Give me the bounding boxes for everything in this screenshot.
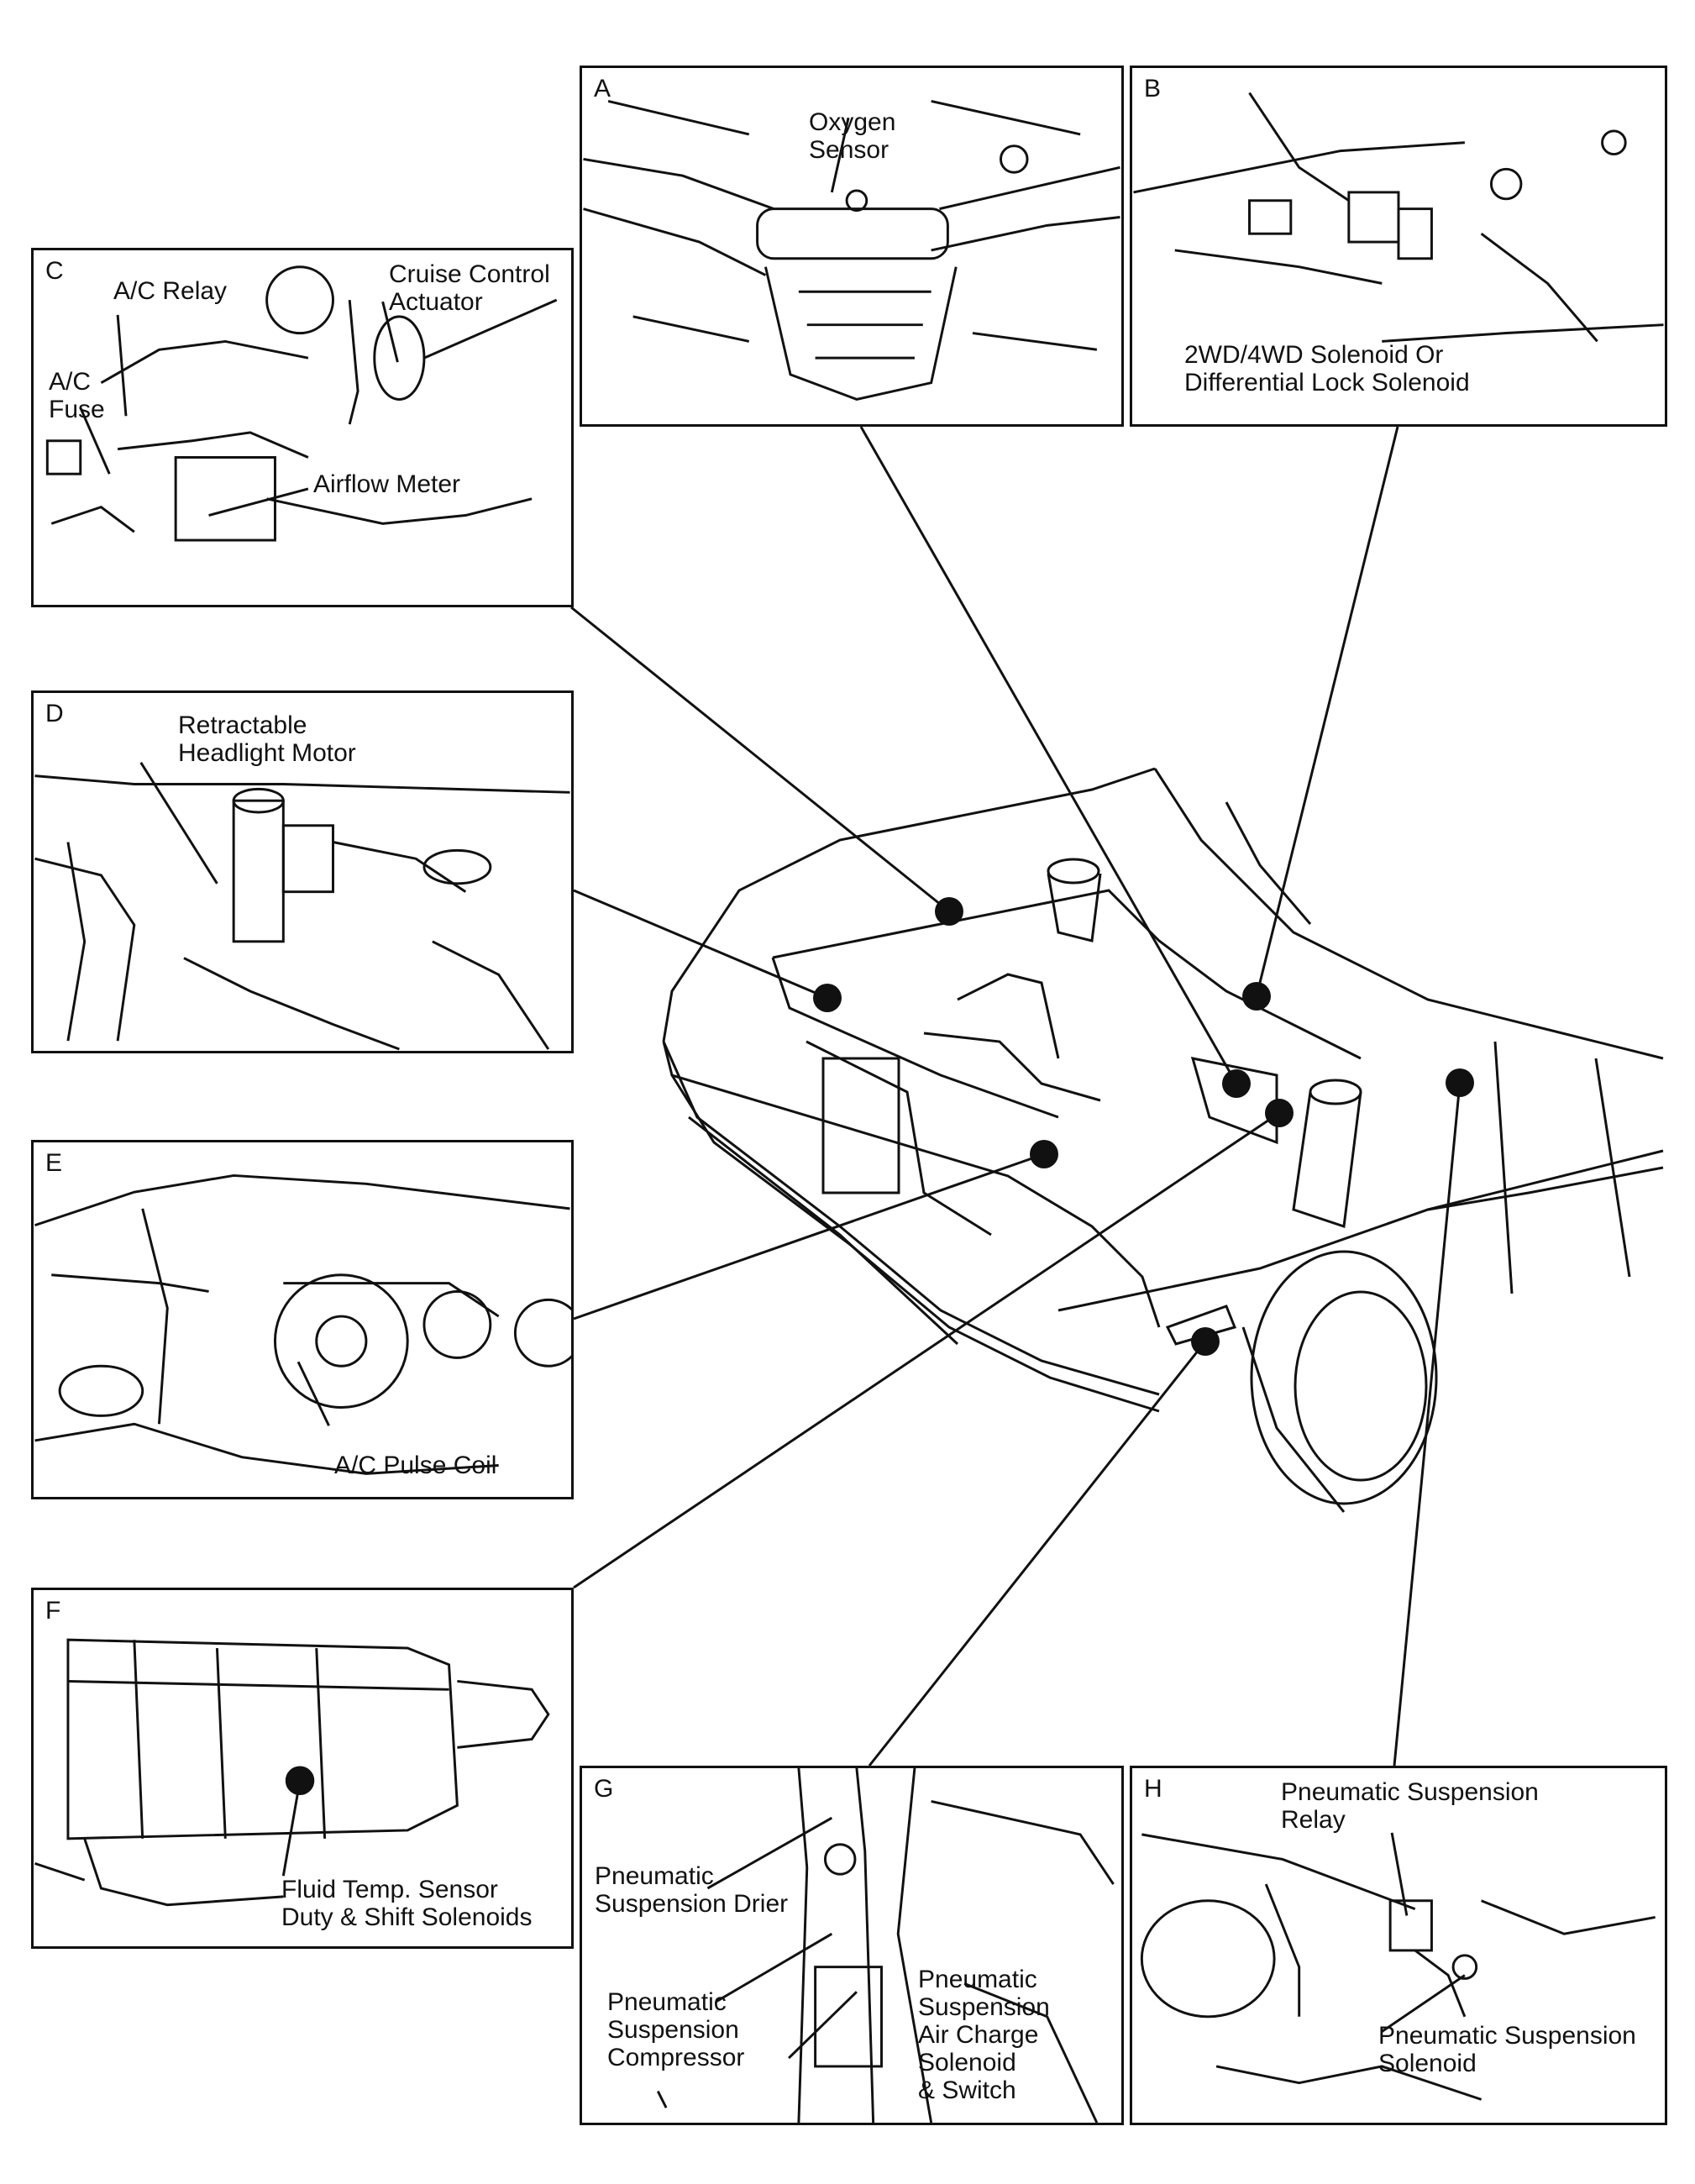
transmission-sketch: [34, 1638, 550, 1907]
location-dot: [1242, 982, 1271, 1011]
pneumatic-drier-label: Pneumatic Suspension Drier: [595, 1862, 789, 1918]
location-dot: [1191, 1327, 1220, 1356]
airflow-meter-label: Airflow Meter: [313, 470, 461, 498]
panel-h: H Pneumatic Suspension Relay Pneumatic S…: [1130, 1766, 1667, 2125]
panel-letter: H: [1144, 1775, 1162, 1803]
panel-letter: E: [45, 1149, 63, 1177]
panel-d: D Retractable Headlight Motor: [31, 690, 574, 1053]
oxygen-sensor-sketch: [583, 99, 1120, 401]
pneumatic-compressor-label: Pneumatic Suspension Compressor: [607, 1988, 745, 2071]
solenoid-sketch: [1133, 92, 1664, 343]
pneumatic-compressor-sketch: [656, 1768, 1115, 2123]
ac-relay-label: A/C Relay: [113, 277, 228, 305]
panel-letter: A: [594, 75, 611, 102]
panel-g: G Pneumatic Suspension Drier Pneumatic S…: [580, 1766, 1124, 2125]
pneumatic-solenoid-label: Pneumatic Suspension Solenoid: [1378, 2022, 1636, 2077]
location-dot: [1446, 1068, 1474, 1097]
pneumatic-relay-sketch: [1140, 1832, 1656, 2101]
panel-letter: F: [45, 1597, 61, 1625]
pneumatic-relay-label: Pneumatic Suspension Relay: [1281, 1778, 1539, 1834]
location-dot: [1265, 1099, 1294, 1127]
cruise-control-actuator-label: Cruise Control Actuator: [389, 260, 550, 316]
air-charge-solenoid-label: Pneumatic Suspension Air Charge Solenoid…: [918, 1966, 1050, 2104]
fluid-temp-sensor-label: Fluid Temp. Sensor Duty & Shift Solenoid…: [281, 1876, 533, 1931]
panel-letter: B: [1144, 75, 1162, 102]
ac-fuse-label: A/C Fuse: [49, 368, 105, 423]
panel-c: C Cruise Control Actuator A/C Relay A/C …: [31, 248, 574, 607]
panel-a: A Oxygen Sensor: [580, 66, 1124, 427]
panel-letter: G: [594, 1775, 614, 1803]
panel-letter: D: [45, 700, 64, 727]
ac-pulse-coil-label: A/C Pulse Coil: [334, 1452, 497, 1479]
location-dot: [813, 984, 842, 1012]
location-dot: [1030, 1140, 1058, 1168]
panel-letter: C: [45, 257, 64, 285]
oxygen-sensor-label: Oxygen Sensor: [809, 108, 896, 164]
headlight-motor-label: Retractable Headlight Motor: [178, 711, 356, 767]
panel-e: E A/C Pulse Coil: [31, 1140, 574, 1499]
solenoid-label: 2WD/4WD Solenoid Or Differential Lock So…: [1184, 341, 1470, 396]
engine-pulley-sketch: [34, 1173, 571, 1475]
engine-bay-sketch: [45, 265, 558, 542]
panel-b: B 2WD/4WD Solenoid Or Differential Lock …: [1130, 66, 1667, 427]
location-dot: [1222, 1069, 1251, 1098]
panel-f: F Fluid Temp. Sensor Duty & Shift Soleno…: [31, 1588, 574, 1949]
location-dot: [935, 897, 963, 926]
headlight-motor-sketch: [34, 762, 570, 1051]
